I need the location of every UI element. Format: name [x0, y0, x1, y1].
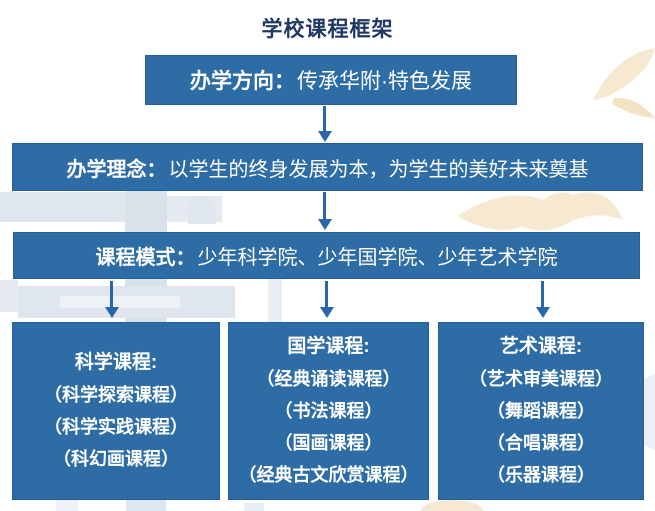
down-arrow-art: [541, 281, 544, 308]
course-box-art: 艺术课程: （艺术审美课程） （舞蹈课程） （合唱课程） （乐器课程）: [438, 322, 644, 500]
direction-label: 办学方向：: [190, 70, 295, 93]
down-arrow-2: [323, 192, 326, 220]
course-item: （科学实践课程）: [44, 417, 188, 437]
down-arrow-science: [110, 281, 113, 308]
flow-box-direction: 办学方向： 传承华附·特色发展: [145, 55, 517, 105]
direction-text: 传承华附·特色发展: [297, 70, 472, 93]
course-item: （经典诵读课程）: [256, 369, 401, 389]
course-item: （经典古文欣赏课程）: [238, 465, 419, 485]
model-label: 课程模式：: [95, 247, 196, 269]
course-item: （合唱课程）: [487, 433, 595, 453]
philosophy-label: 办学理念：: [66, 158, 167, 181]
down-arrow-1: [323, 106, 326, 132]
guoxue-heading: 国学课程:: [287, 336, 370, 357]
course-box-guoxue: 国学课程: （经典诵读课程） （书法课程） （国画课程） （经典古文欣赏课程）: [228, 322, 429, 500]
course-item: （舞蹈课程）: [487, 401, 595, 421]
course-item: （科学探索课程）: [44, 385, 188, 405]
course-item: （艺术审美课程）: [469, 369, 613, 389]
down-arrow-guoxue: [325, 281, 328, 308]
flow-box-model: 课程模式： 少年科学院、少年国学院、少年艺术学院: [13, 232, 640, 279]
course-item: （国画课程）: [274, 433, 383, 453]
science-heading: 科学课程:: [74, 352, 158, 373]
course-item: （乐器课程）: [487, 465, 595, 485]
course-item: （科幻画课程）: [53, 449, 179, 469]
course-item: （书法课程）: [274, 401, 383, 421]
art-heading: 艺术课程:: [499, 336, 583, 357]
page-title: 学校课程框架: [261, 18, 394, 41]
philosophy-text: 以学生的终身发展为本，为学生的美好未来奠基: [168, 158, 589, 181]
flow-box-philosophy: 办学理念： 以学生的终身发展为本，为学生的美好未来奠基: [12, 143, 643, 191]
course-box-science: 科学课程: （科学探索课程） （科学实践课程） （科幻画课程）: [12, 322, 220, 500]
model-text: 少年科学院、少年国学院、少年艺术学院: [197, 247, 558, 269]
